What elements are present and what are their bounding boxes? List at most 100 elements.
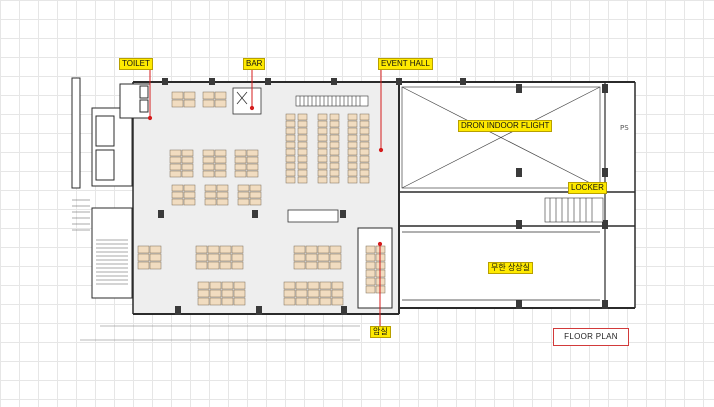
desk: [307, 297, 320, 306]
desk: [293, 253, 306, 262]
desk: [171, 99, 184, 108]
dron-flight-zone-lines: [401, 86, 601, 189]
desk: [204, 198, 217, 206]
desk: [183, 91, 196, 100]
desk: [183, 184, 196, 192]
desk: [234, 163, 247, 171]
desk: [365, 285, 376, 294]
structural-columns: [158, 78, 608, 315]
desk: [297, 169, 308, 177]
dron-indoor-flight-label: DRON INDOOR FLIGHT: [458, 120, 553, 132]
desk: [285, 127, 296, 135]
desk: [285, 148, 296, 156]
desk: [293, 245, 306, 254]
desk: [307, 281, 320, 290]
desk: [171, 191, 184, 199]
left-core: [71, 77, 151, 299]
desk: [249, 191, 262, 199]
desk: [285, 169, 296, 177]
desk: [246, 170, 259, 178]
desk: [214, 156, 227, 164]
desk: [246, 156, 259, 164]
desk: [285, 134, 296, 142]
desk: [221, 289, 234, 298]
desk: [285, 162, 296, 170]
desk: [329, 134, 340, 142]
desk: [297, 148, 308, 156]
desk: [216, 191, 229, 199]
desk: [297, 127, 308, 135]
desk: [359, 141, 370, 149]
desk: [297, 176, 308, 184]
desk: [216, 198, 229, 206]
desk-groups: [137, 91, 386, 306]
desk: [285, 113, 296, 121]
desk: [329, 148, 340, 156]
desk: [195, 253, 208, 262]
desk: [365, 277, 376, 286]
desk: [202, 170, 215, 178]
event-hall-stage: [295, 95, 369, 107]
floor-plan-title: FLOOR PLAN: [553, 328, 629, 346]
desk: [283, 281, 296, 290]
desk: [219, 253, 232, 262]
desk: [365, 245, 376, 254]
desk: [181, 149, 194, 157]
infinite-imagination-room-label: 무한 상상실: [488, 262, 534, 274]
desk: [233, 297, 246, 306]
desk: [137, 245, 150, 254]
desk: [231, 245, 244, 254]
desk: [329, 113, 340, 121]
desk: [317, 253, 330, 262]
desk: [317, 134, 328, 142]
bar-counter: [232, 87, 262, 115]
stair-treads: [72, 199, 128, 285]
desk: [233, 289, 246, 298]
desk: [149, 261, 162, 270]
desk: [207, 245, 220, 254]
desk: [285, 176, 296, 184]
desk: [202, 149, 215, 157]
desk: [317, 245, 330, 254]
desk: [359, 134, 370, 142]
desk: [295, 297, 308, 306]
desk: [169, 163, 182, 171]
desk: [293, 261, 306, 270]
desk: [329, 176, 340, 184]
desk: [221, 297, 234, 306]
desk: [347, 176, 358, 184]
desk: [234, 149, 247, 157]
desk: [331, 281, 344, 290]
desk: [234, 156, 247, 164]
event-hall-label: EVENT HALL: [378, 58, 433, 70]
desk: [317, 148, 328, 156]
desk: [329, 253, 342, 262]
desk: [317, 162, 328, 170]
desk: [347, 162, 358, 170]
desk: [181, 163, 194, 171]
desk: [183, 191, 196, 199]
desk: [329, 155, 340, 163]
desk: [297, 120, 308, 128]
desk: [365, 269, 376, 278]
desk: [359, 162, 370, 170]
desk: [319, 297, 332, 306]
desk: [347, 148, 358, 156]
locker-label: LOCKER: [568, 182, 607, 194]
desk: [359, 127, 370, 135]
desk: [329, 120, 340, 128]
desk: [246, 163, 259, 171]
desk: [214, 91, 227, 100]
desk: [237, 198, 250, 206]
desk: [329, 127, 340, 135]
desk: [181, 156, 194, 164]
bar-label: BAR: [243, 58, 266, 70]
locker-stair: [544, 197, 604, 223]
desk: [249, 184, 262, 192]
desk: [283, 297, 296, 306]
desk: [329, 141, 340, 149]
desk: [231, 261, 244, 270]
desk: [234, 170, 247, 178]
desk: [307, 289, 320, 298]
